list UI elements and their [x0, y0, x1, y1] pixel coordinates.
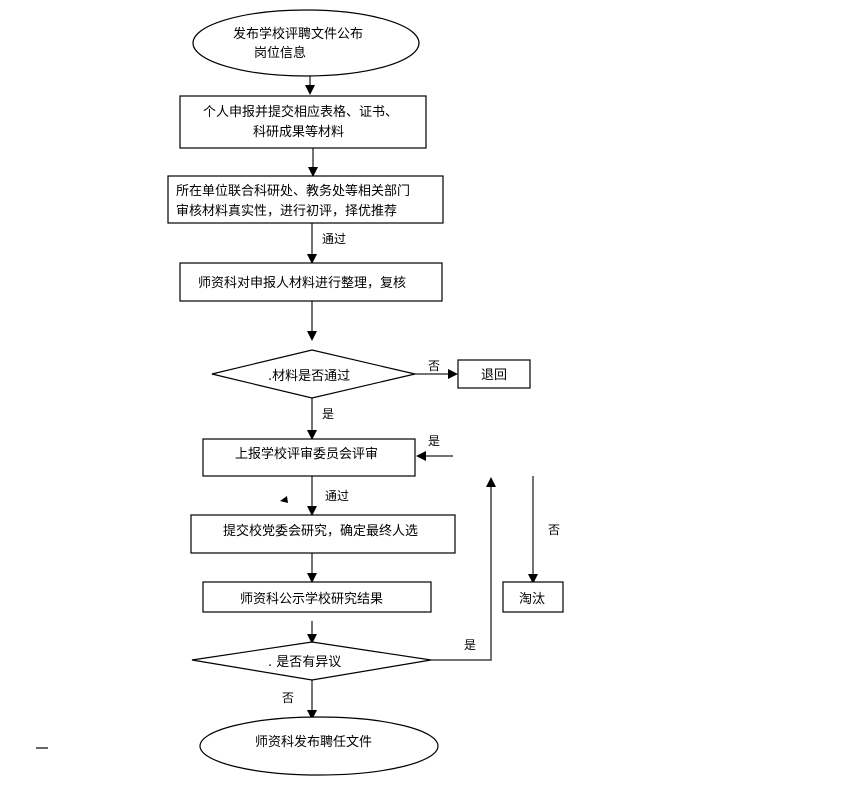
node-materials-decision-text: .材料是否通过: [268, 369, 350, 384]
node-apply: 个人申报并提交相应表格、证书、 科研成果等材料: [179, 95, 427, 149]
label-eliminate-no: 否: [548, 523, 560, 537]
node-recheck-text: 师资科对申报人材料进行整理，复核: [198, 276, 406, 291]
node-apply-line1: 个人申报并提交相应表格、证书、: [203, 104, 398, 120]
node-objection-decision-text: . 是否有异议: [268, 655, 341, 670]
node-return-text: 退回: [481, 368, 507, 383]
node-start: 发布学校评聘文件公布 岗位信息: [192, 9, 420, 77]
label-committee-pass: 通过: [325, 489, 349, 503]
stray-arrow-mark: [280, 496, 288, 503]
node-recheck: 师资科对申报人材料进行整理，复核: [179, 262, 443, 302]
edge-objection-yes-loop: [431, 477, 496, 661]
node-start-line2: 岗位信息: [254, 45, 306, 61]
node-end-text: 师资科发布聘任文件: [255, 734, 372, 750]
node-eliminate: 淘汰: [502, 581, 564, 613]
node-apply-line2: 科研成果等材料: [253, 124, 344, 140]
label-objection-yes: 是: [464, 638, 476, 652]
node-publicize: 师资科公示学校研究结果: [202, 581, 432, 613]
node-party-committee: 提交校党委会研究，确定最终人选: [190, 514, 456, 554]
node-committee-text: 上报学校评审委员会评审: [235, 446, 378, 462]
node-publicize-text: 师资科公示学校研究结果: [240, 591, 383, 607]
label-materials-yes: 是: [322, 407, 334, 421]
node-materials-decision: .材料是否通过: [211, 349, 416, 399]
node-eliminate-text: 淘汰: [519, 592, 545, 607]
node-committee: 上报学校评审委员会评审: [202, 438, 416, 477]
node-objection-decision: . 是否有异议: [191, 641, 432, 681]
node-return: 退回: [457, 359, 531, 389]
node-dept-review-line1: 所在单位联合科研处、教务处等相关部门: [176, 183, 410, 199]
label-committee-yes: 是: [428, 434, 440, 448]
label-objection-no: 否: [282, 691, 294, 705]
node-party-committee-text: 提交校党委会研究，确定最终人选: [223, 523, 418, 539]
node-dept-review-line2: 审核材料真实性，进行初评，择优推荐: [176, 204, 397, 219]
node-dept-review: 所在单位联合科研处、教务处等相关部门 审核材料真实性，进行初评，择优推荐: [167, 175, 444, 224]
label-materials-no: 否: [428, 359, 440, 373]
node-start-line1: 发布学校评聘文件公布: [233, 26, 363, 42]
label-dept-pass: 通过: [322, 232, 346, 246]
node-end: 师资科发布聘任文件: [199, 716, 439, 776]
